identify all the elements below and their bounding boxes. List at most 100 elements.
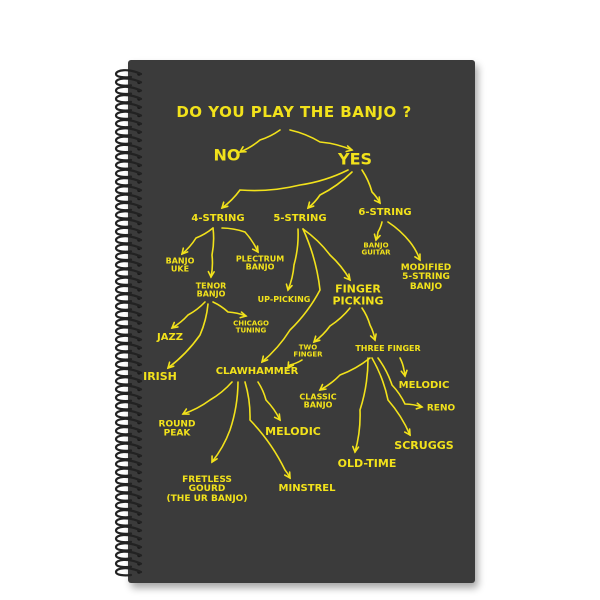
spiral-coil [114,226,143,237]
spiral-coil [114,152,143,162]
connector-threefinger-to-classic [319,357,371,391]
notebook-cover [128,60,475,583]
spiral-coil [114,450,143,461]
connector-s5-to-finger [302,228,351,281]
connector-clawhammer-to-roundpeak [182,381,233,415]
connector-s4-to-tenor [210,227,215,278]
spiral-coil [114,533,143,544]
connector-tenor-to-jazz [171,301,206,329]
connector-yes-to-s6 [361,169,381,204]
spiral-coil [114,392,143,403]
spiral-coil [114,218,143,228]
spiral-coil [114,426,143,436]
connector-s5-to-uppicking [287,228,299,291]
arrowhead-threefinger-to-reno [415,402,424,410]
spiral-coil [114,168,143,179]
connector-threefinger-to-reno [377,357,423,408]
connector-clawhammer-to-melodic1 [257,381,281,421]
connector-yes-to-s4 [221,169,349,209]
spiral-coil [114,326,143,336]
spiral-coil [114,243,143,253]
spiral-coil [114,492,143,502]
arrowhead-twofinger-to-clawhammer [287,361,295,370]
node-three-finger: THREE FINGER [355,343,421,353]
arrowhead-s5-to-clawhammer [260,355,269,364]
spiral-coil [114,318,143,328]
spiral-coil [114,484,143,494]
node-5-string: 5-STRING [273,212,327,224]
spiral-coil [114,417,143,428]
arrowhead-clawhammer-to-roundpeak [181,408,190,415]
node-irish: IRISH [143,370,177,384]
connector-clawhammer-to-minstrel [244,381,291,479]
node-scruggs: SCRUGGS [394,439,454,453]
spiral-coil [114,284,143,295]
node-melodic-clawhammer: MELODIC [265,425,321,439]
connector-title-to-no [239,129,281,153]
spiral-coil [114,542,143,552]
spiral-coil [114,525,143,535]
arrowhead-yes-to-s4 [220,201,229,210]
arrowhead-s5-to-uppicking [285,283,293,292]
arrowhead-title-to-no [238,146,247,153]
spiral-coil [114,309,143,320]
spiral-coil [114,268,143,278]
spiral-coil [114,517,143,527]
connector-tenor-to-irish [167,303,209,369]
node-reno: RENO [426,403,456,414]
connector-s5-to-clawhammer [261,228,321,363]
node-up-picking: UP-PICKING [257,294,311,304]
spiral-coil [114,127,143,137]
spiral-coil [114,110,143,120]
connector-yes-to-s5 [307,171,353,209]
diagram-connectors [166,129,424,480]
node-clawhammer: CLAWHAMMER [215,365,299,377]
connector-tenor-to-chicago [212,301,247,317]
spiral-coil [114,177,143,187]
spiral-coil [114,135,143,145]
spiral-coil [114,434,143,444]
arrowhead-finger-to-threefinger [369,333,377,342]
connector-finger-to-threefinger [361,307,376,341]
spiral-coil [114,201,143,212]
arrowhead-threefinger-to-classic [318,383,327,392]
spiral-coil [114,550,143,560]
spiral-coil [114,102,143,112]
arrowhead-tenor-to-jazz [170,321,179,330]
spiral-coil [114,459,143,469]
node-minstrel: MINSTREL [278,482,336,494]
spiral-coil [114,343,143,353]
arrowhead-s6-to-modified [414,253,421,262]
spiral-coil [114,193,143,203]
spiral-coil [114,351,143,361]
arrowhead-title-to-yes [345,145,354,153]
node-old-time: OLD-TIME [337,457,397,471]
spiral-coil [114,500,143,511]
arrowhead-clawhammer-to-minstrel [283,471,291,480]
spiral-coil [114,409,143,419]
spiral-coil [114,567,143,577]
spiral-coil [114,185,143,195]
spiral-coil [114,467,143,477]
connector-threefinger-to-scruggs [371,357,411,436]
arrowhead-threefinger-to-melodic2 [400,369,408,378]
node-6-string: 6-STRING [358,206,412,218]
node-4-string: 4-STRING [191,212,245,224]
spiral-coil [114,251,143,262]
spiral-coil [114,367,143,378]
spiral-coil [114,475,143,486]
arrowhead-threefinger-to-scruggs [403,428,411,437]
connector-finger-to-twofinger [313,307,351,343]
arrowhead-threefinger-to-oldtime [351,445,360,454]
spiral-binding [114,69,143,577]
